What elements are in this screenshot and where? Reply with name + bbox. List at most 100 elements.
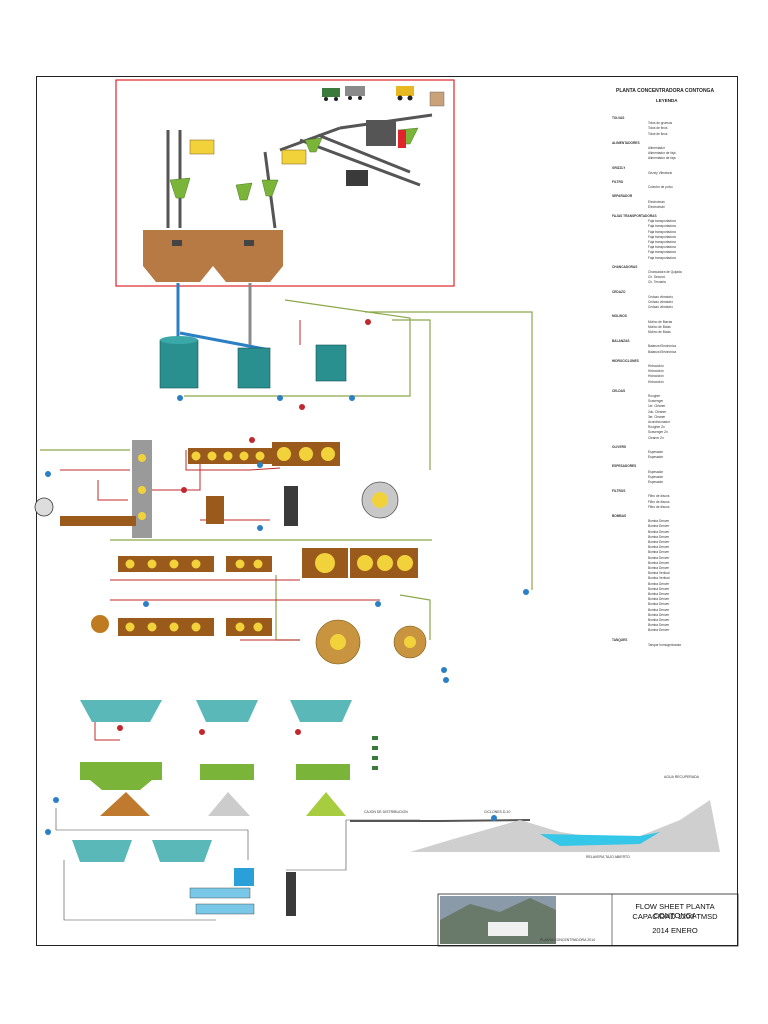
thickeners: [72, 700, 352, 862]
legend-line: Hidrociclón: [648, 364, 664, 368]
legend-line: Bomba Denver: [648, 602, 670, 607]
column-cells: [132, 440, 152, 538]
legend-line: Bomba Denver: [648, 586, 670, 591]
recovery-water-label: AGUA RECUPERADA: [664, 775, 700, 779]
legend-line: Faja transportadora: [648, 255, 676, 260]
filters: [80, 762, 350, 790]
legend-line: Bomba Denver: [648, 618, 670, 622]
legend-line: Hidrociclón: [648, 379, 664, 384]
legend-line: Bomba Denver: [648, 545, 670, 550]
legend-line: Ch. Secund.: [648, 275, 666, 280]
distribution-label: CAJON DE DISTRIBUCION: [364, 810, 408, 814]
cleaner-cells: [60, 516, 136, 526]
red-motor: [398, 130, 406, 148]
legend-line: 3er. Cleaner: [648, 414, 666, 419]
legend-line: Espesador: [648, 469, 664, 474]
legend-line: Bomba Denver: [648, 623, 670, 628]
legend-line: Bomba Denver: [648, 560, 670, 565]
legend-line: Espesador: [648, 455, 664, 460]
jaw-crusher: [366, 120, 396, 146]
green-pipes: [40, 299, 533, 641]
legend-line: Alimentador: [648, 146, 666, 150]
grinding-mills: [159, 336, 347, 389]
cell-impellers: [125, 553, 413, 632]
legend-line: Bomba Vertical: [648, 576, 670, 581]
legend-line: Bomba Vertical: [648, 571, 670, 576]
cyclone-label: CICLONES D-10: [484, 810, 511, 814]
conditioner-tank-2: [91, 615, 109, 633]
legend-line: ESPESADORES: [612, 464, 637, 469]
title-block: [437, 893, 739, 947]
tanks: [189, 868, 296, 916]
legend-line: Acondicionador: [648, 420, 670, 424]
legend-line: 2do. Cleaner: [648, 409, 667, 414]
legend-line: Bomba Denver: [648, 597, 670, 602]
legend-line: Espesador: [648, 480, 664, 484]
legend-line: Faja transportadora: [648, 229, 676, 234]
title-line-1: FLOW SHEET PLANTA CONTONGA: [635, 902, 715, 920]
legend-line: FAJAS TRANSPORTADORAS: [612, 214, 657, 218]
legend-line: Hidrociclón: [648, 369, 664, 374]
legend-line: Cleaner Zn: [648, 435, 664, 440]
pumps: [45, 395, 529, 835]
legend-line: Rougher: [648, 394, 661, 398]
legend-line: Bomba Denver: [648, 592, 670, 596]
legend-line: OLIVERS: [612, 444, 626, 449]
legend-line: Bomba Denver: [648, 612, 670, 617]
legend-line: BALANZAS: [612, 339, 630, 344]
legend-line: 1er. Cleaner: [648, 404, 666, 409]
legend-line: Faja transportadora: [648, 234, 676, 239]
concentrate-piles: [100, 792, 346, 816]
mill-feed-lines: [176, 283, 271, 352]
legend-line: Scavenger Zn: [648, 430, 668, 435]
legend-line: Filtro de discos: [648, 494, 670, 499]
legend-line: Cedazo vibratorio: [648, 294, 673, 299]
legend-line: Hidrociclón: [648, 374, 664, 379]
legend-line: Bomba Denver: [648, 555, 670, 560]
legend-line: FILTROS: [612, 489, 626, 494]
legend-line: CHANCADORAS: [612, 264, 638, 269]
legend-line: Colector de polvo: [648, 185, 673, 190]
red-pipes: [60, 320, 380, 741]
legend-line: Bomba Denver: [648, 550, 670, 555]
crushers: [189, 139, 307, 165]
title-line-2: CAPACIDAD 1200 TMSD: [632, 912, 718, 921]
legend-line: Tolva de finos: [648, 131, 668, 136]
legend-title: PLANTA CONCENTRADORA CONTONGA: [616, 88, 715, 94]
legend-line: Bomba Denver: [648, 519, 670, 524]
legend-line: Bomba Denver: [648, 581, 670, 586]
photo-caption: PLANTA CONCENTRADORA 2014: [540, 938, 595, 942]
hopper-icon: [429, 91, 445, 107]
legend-line: Bomba Denver: [648, 607, 670, 612]
legend-line: Bomba Denver: [648, 529, 670, 534]
title-line-3: 2014 ENERO: [652, 926, 698, 935]
legend-line: Bomba Denver: [648, 524, 670, 529]
legend-line: Alimentador de faja: [648, 151, 676, 156]
legend-line: Balanza Electrónica: [648, 349, 677, 354]
legend-line: SEPARADOR: [612, 194, 633, 199]
legend-line: Cedazo vibratorio: [648, 305, 673, 310]
zinc-conditioners: [315, 619, 427, 665]
conveyor-drive: [346, 170, 368, 186]
legend-line: Filtro de discos: [648, 504, 670, 509]
legend-line: Bomba Denver: [648, 534, 670, 539]
legend-line: Electroimán: [648, 199, 665, 204]
legend-line: Grizzly Vibratorio: [648, 170, 673, 175]
legend-line: Tolva de gruesos: [648, 121, 673, 126]
legend-line: Balanza Electrónica: [648, 344, 677, 349]
legend-line: HIDROCICLONES: [612, 358, 639, 363]
legend-line: Molino de Bolas: [648, 330, 671, 334]
legend-line: TOLVAS: [612, 116, 625, 120]
truck-icon: [322, 86, 365, 101]
legend-line: Faja transportadora: [648, 224, 676, 229]
tailings-lines: [55, 808, 420, 921]
legend-subtitle: LEYENDA: [656, 98, 678, 103]
legend-line: FILTRO: [612, 180, 624, 184]
flotation-cells-row2: [118, 548, 418, 636]
legend-line: Alimentador de faja: [648, 156, 676, 161]
legend-line: Tolva de finos: [648, 126, 668, 131]
legend-line: Molino de Bolas: [648, 324, 671, 329]
legend-line: BOMBAS: [612, 514, 627, 518]
reagent-tanks: [372, 736, 378, 770]
crushing-section-frame: [115, 79, 455, 287]
